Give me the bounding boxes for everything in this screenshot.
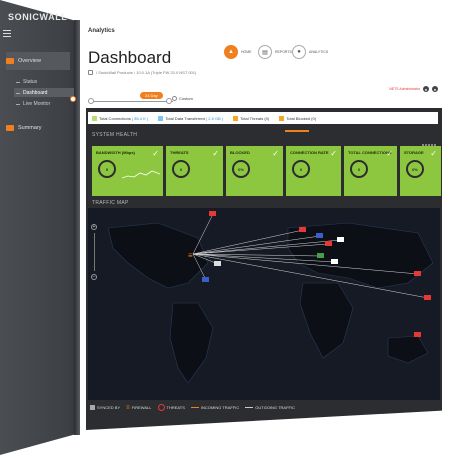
legend-synced: SYNCED BY <box>90 405 120 410</box>
custom-range-option[interactable]: Custom <box>172 96 193 101</box>
check-icon: ✓ <box>386 149 393 158</box>
time-slider[interactable] <box>88 98 443 106</box>
check-icon: ✓ <box>272 149 279 158</box>
slider-end-handle[interactable] <box>166 98 172 104</box>
stats-bar: Total Connections( 85.4 K ) Total Data T… <box>88 112 438 124</box>
radio-icon[interactable] <box>172 96 177 101</box>
tile-gauge: 0 <box>350 160 368 178</box>
home-icon[interactable] <box>88 70 93 75</box>
svg-text:≡: ≡ <box>188 251 193 260</box>
world-map-icon: ≡ <box>107 211 434 384</box>
legend-threats: THREATS <box>157 404 185 411</box>
system-health-title: SYSTEM HEALTH <box>92 132 138 138</box>
tile-total-connections[interactable]: TOTAL CONNECTIONS ✓ 0 <box>344 146 398 196</box>
tile-threats[interactable]: THREATS ✓ 0 <box>166 146 224 196</box>
alert-text[interactable]: NETS Administrator <box>389 87 420 91</box>
time-range-pill[interactable]: 24 Day <box>140 92 163 99</box>
overview-icon <box>6 58 14 64</box>
zoom-controls: + − <box>91 224 97 280</box>
stat-blocked: Total Blocked (0) <box>279 115 316 121</box>
zoom-slider[interactable] <box>93 233 95 271</box>
legend-outgoing: OUTGOING TRAFFIC <box>245 405 295 410</box>
menu-icon[interactable] <box>3 30 11 38</box>
legend-firewall: ≡FIREWALL <box>126 404 152 411</box>
active-highlight <box>14 88 74 97</box>
sidebar-item-live-monitor[interactable]: Live Monitor <box>16 101 50 107</box>
sidebar-item-summary[interactable]: Summary <box>6 119 70 137</box>
check-icon: ✓ <box>152 149 159 158</box>
stat-threats: Total Threats (0) <box>233 115 269 121</box>
reports-icon: ▤ <box>258 45 272 59</box>
location-icon[interactable]: ● <box>423 86 429 92</box>
reports-button[interactable]: ▤ REPORTS <box>258 45 292 59</box>
sidebar <box>0 0 80 455</box>
home-button[interactable]: ▲ HOME <box>224 45 252 59</box>
tile-blocked[interactable]: BLOCKED ✓ 0% <box>226 146 284 196</box>
legend-incoming: INCOMING TRAFFIC <box>190 405 239 410</box>
zoom-out-icon[interactable]: − <box>91 274 97 280</box>
traffic-map-title: TRAFFIC MAP <box>92 200 129 206</box>
page-title: Dashboard <box>88 48 172 67</box>
tile-gauge: 0% <box>406 160 424 178</box>
zoom-in-icon[interactable]: + <box>91 224 97 230</box>
stat-data: Total Data Transferred( 2.5 GB ) <box>158 115 223 121</box>
tile-connection-rate[interactable]: CONNECTION RATE ✓ 0 <box>286 146 342 196</box>
bandwidth-sparkline-icon <box>122 170 160 179</box>
tile-gauge: 0 <box>292 160 310 178</box>
tile-bandwidth[interactable]: BANDWIDTH (Mbps) ✓ 5 <box>92 146 164 196</box>
summary-icon <box>6 125 14 131</box>
brand-logo: SONICWALL <box>8 12 68 22</box>
check-icon: ✓ <box>330 149 337 158</box>
check-icon: ✓ <box>212 149 219 158</box>
sidebar-item-label: Overview <box>18 58 41 64</box>
sidebar-item-dashboard[interactable]: Dashboard <box>16 90 47 96</box>
check-icon: ✓ <box>430 149 437 158</box>
header-actions: NETS Administrator ● ● <box>389 86 438 92</box>
analytics-button[interactable]: ● ANALYTICS <box>292 45 328 59</box>
sidebar-edge <box>74 20 80 435</box>
tab-indicator[interactable] <box>285 130 309 132</box>
tile-gauge: 0% <box>232 160 250 178</box>
tile-storage[interactable]: STORAGE ✓ 0% <box>400 146 442 196</box>
sidebar-item-overview[interactable]: Overview <box>6 52 70 70</box>
sidebar-item-label: Summary <box>18 125 42 131</box>
stat-connections: Total Connections( 85.4 K ) <box>92 115 148 121</box>
health-tiles: BANDWIDTH (Mbps) ✓ 5 THREATS ✓ 0 BLOCKED… <box>92 146 442 196</box>
tile-gauge: 5 <box>98 160 116 178</box>
slider-start-handle[interactable] <box>88 98 94 104</box>
user-icon[interactable]: ● <box>432 86 438 92</box>
section-label: Analytics <box>88 28 115 34</box>
sidebar-item-status[interactable]: Status <box>16 79 37 85</box>
map-legend: SYNCED BY ≡FIREWALL THREATS INCOMING TRA… <box>90 404 295 411</box>
traffic-map[interactable]: ≡ <box>88 208 440 400</box>
analytics-icon: ● <box>292 45 306 59</box>
home-icon: ▲ <box>224 45 238 59</box>
breadcrumb[interactable]: / SonicWall Products / 10.0.1A (Triple F… <box>88 70 196 75</box>
tile-gauge: 0 <box>172 160 190 178</box>
active-indicator-icon <box>70 96 76 102</box>
